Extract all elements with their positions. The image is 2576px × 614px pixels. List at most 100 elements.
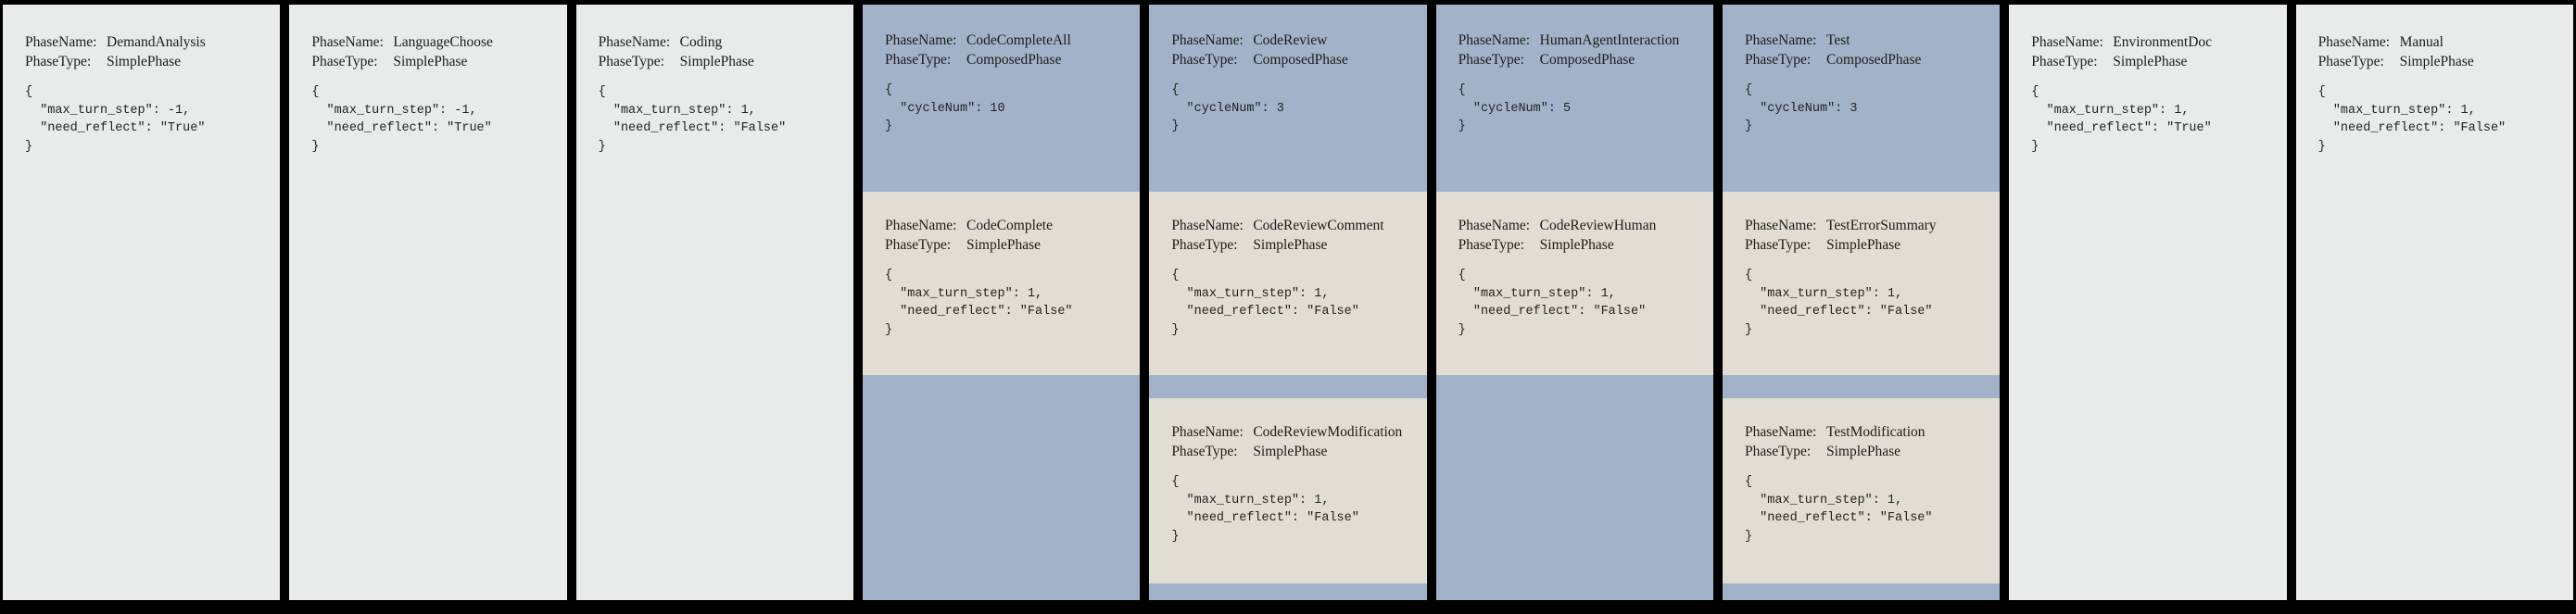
phase-name-label: PhaseName: <box>2031 34 2103 50</box>
phase-card-demandanalysis: PhaseName: DemandAnalysis PhaseType:Simpl… <box>3 5 281 600</box>
phase-head: PhaseName: Coding PhaseType:SimplePhase {… <box>576 5 853 156</box>
phase-card-codereview: PhaseName:CodeReview PhaseType:ComposedP… <box>1149 5 1427 600</box>
phase-card-test: PhaseName: Test PhaseType: ComposedPhase {… <box>1722 5 2001 600</box>
phase-card-codecompleteall: PhaseName: CodeCompleteAll PhaseType:Comp… <box>862 5 1141 600</box>
phase-type-value: SimplePhase <box>1825 444 1901 459</box>
phase-name-label: PhaseName: <box>1458 218 1531 233</box>
phase-config-json: { "cycleNum": 5 } <box>1458 83 1572 133</box>
phase-name-label: PhaseName: <box>1171 424 1244 440</box>
phase-type-label: PhaseType: <box>884 52 952 68</box>
phase-name-row: PhaseName: CodeCompleteAll <box>885 31 1129 50</box>
phase-name-row: PhaseName:CodeReview <box>1171 31 1415 50</box>
phase-card-languagechoose: PhaseName: LanguageChoose PhaseType: Simpl… <box>289 5 567 600</box>
phase-name-value: CodeComplete <box>966 218 1053 233</box>
phase-config-json: { "max_turn_step": -1, "need_reflect": "… <box>311 85 492 154</box>
phase-name-label: PhaseName: <box>884 218 957 233</box>
phase-name-value: CodeReviewComment <box>1253 218 1384 233</box>
phase-name-row: PhaseName: Coding <box>599 32 842 52</box>
subphase-card-codecomplete: PhaseName: CodeComplete PhaseType:SimpleP… <box>862 192 1141 375</box>
phase-name-row: PhaseName: Manual <box>2318 32 2562 52</box>
phase-name-row: PhaseName: Test <box>1745 31 1989 50</box>
phase-config-json: { "max_turn_step": 1, "need_reflect": "F… <box>1458 269 1647 337</box>
phase-card-manual: PhaseName: Manual PhaseType:SimplePhase {… <box>2295 5 2573 600</box>
phase-type-label: PhaseType: <box>1458 237 1524 253</box>
phase-name-value: EnvironmentDoc <box>2113 34 2213 50</box>
phase-card-humanagentinteraction: PhaseName:HumanAgentInteraction PhaseTyp… <box>1435 5 1713 600</box>
phase-type-label: PhaseType: <box>311 54 378 69</box>
phase-type-row: PhaseType: ComposedPhase <box>1171 50 1415 69</box>
phase-type-row: PhaseType:SimplePhase <box>25 52 269 71</box>
phase-type-value: ComposedPhase <box>1253 52 1348 68</box>
phase-name-value: DemandAnalysis <box>107 34 206 50</box>
phase-config-json: { "max_turn_step": 1, "need_reflect": "F… <box>1744 269 1933 337</box>
phase-type-value: SimplePhase <box>2113 54 2188 69</box>
phase-config-json: { "max_turn_step": 1, "need_reflect": "F… <box>1171 269 1359 337</box>
phase-name-label: PhaseName: <box>1458 32 1531 48</box>
phase-name-label: PhaseName: <box>2317 34 2391 50</box>
phase-type-row: PhaseType:SimplePhase <box>599 52 842 71</box>
phase-type-label: PhaseType: <box>1171 52 1238 68</box>
subphase-gap <box>1723 375 2000 398</box>
phase-type-value: SimplePhase <box>1825 237 1901 253</box>
phase-name-value: Coding <box>679 34 723 50</box>
phase-name-label: PhaseName: <box>1744 424 1817 440</box>
composed-phase-head: PhaseName:Test PhaseType:ComposedPhase {… <box>1723 5 2000 192</box>
phase-name-label: PhaseName: <box>884 32 957 48</box>
phase-name-row: PhaseName: CodeComplete <box>885 216 1129 235</box>
phase-name-row: PhaseName: EnvironmentDoc <box>2031 32 2275 52</box>
phase-name-row: PhaseName: LanguageChoose <box>311 32 555 52</box>
phase-name-label: PhaseName: <box>1744 32 1817 48</box>
phase-name-value: CodeCompleteAll <box>966 32 1071 48</box>
phase-type-label: PhaseType: <box>1458 52 1524 68</box>
phase-config-json: { "max_turn_step": 1, "need_reflect": "F… <box>2317 85 2507 154</box>
phase-name-value: CodeReviewHuman <box>1539 218 1657 233</box>
phase-type-row: PhaseType:ComposedPhase <box>885 50 1129 69</box>
phase-type-row: PhaseType:SimplePhase <box>1171 235 1415 255</box>
phase-head: PhaseName: LanguageChoose PhaseType: Simpl… <box>289 5 566 156</box>
phase-type-row: PhaseType:SimplePhase <box>2318 52 2562 71</box>
phase-type-value: ComposedPhase <box>1825 52 1922 68</box>
phase-name-value: Test <box>1825 32 1850 48</box>
phase-type-label: PhaseType: <box>1744 52 1812 68</box>
phase-type-row: PhaseType: SimplePhase <box>1745 442 1989 461</box>
phase-config-json: { "max_turn_step": 1, "need_reflect": "F… <box>1744 475 1933 544</box>
subphase-gap <box>1149 375 1426 398</box>
phase-type-row: PhaseType:SimplePhase <box>1458 235 1702 255</box>
subphase-card-testmodification: PhaseName:TestModification PhaseType:Sim… <box>1722 398 2001 583</box>
phase-type-value: SimplePhase <box>393 54 468 69</box>
phase-type-label: PhaseType: <box>1744 237 1812 253</box>
phase-head: PhaseName: DemandAnalysis PhaseType:Simpl… <box>3 5 280 156</box>
phase-config-json: { "max_turn_step": 1, "need_reflect": "F… <box>598 85 787 154</box>
phase-type-value: ComposedPhase <box>1539 52 1635 68</box>
phase-type-row: PhaseType: ComposedPhase <box>1745 50 1989 69</box>
phase-name-value: LanguageChoose <box>393 34 493 50</box>
phase-name-label: PhaseName: <box>311 34 384 50</box>
phase-type-value: SimplePhase <box>966 237 1042 253</box>
phase-config-json: { "cycleNum": 3 } <box>1171 83 1284 133</box>
phase-type-value: SimplePhase <box>679 54 754 69</box>
phase-name-row: PhaseName:TestErrorSummary <box>1745 216 1989 235</box>
phase-name-value: Manual <box>2399 34 2443 50</box>
phase-name-label: PhaseName: <box>598 34 671 50</box>
phase-name-label: PhaseName: <box>25 34 97 50</box>
phase-type-label: PhaseType: <box>2317 54 2384 69</box>
phase-config-json: { "cycleNum": 10 } <box>884 83 1005 133</box>
phase-name-label: PhaseName: <box>1744 218 1817 233</box>
phase-type-label: PhaseType: <box>1744 444 1812 459</box>
phase-head: PhaseName: EnvironmentDoc PhaseType: Simpl… <box>2009 5 2286 156</box>
phase-type-label: PhaseType: <box>25 54 92 69</box>
phase-name-value: CodeReview <box>1253 32 1328 48</box>
phase-type-label: PhaseType: <box>2031 54 2098 69</box>
phase-card-environmentdoc: PhaseName: EnvironmentDoc PhaseType: Simpl… <box>2009 5 2287 600</box>
subphase-card-testerrorsummary: PhaseName:TestErrorSummary PhaseType: Sim… <box>1722 192 2001 375</box>
phase-name-row: PhaseName: DemandAnalysis <box>25 32 269 52</box>
phase-type-row: PhaseType: SimplePhase <box>311 52 555 71</box>
phase-name-row: PhaseName:CodeReviewComment <box>1171 216 1415 235</box>
subphase-card-codereviewcomment: PhaseName:CodeReviewComment PhaseType:Si… <box>1149 192 1427 375</box>
phase-head: PhaseName: Manual PhaseType:SimplePhase {… <box>2296 5 2573 156</box>
subphase-card-codereviewmodification: PhaseName:CodeReviewModification PhaseTy… <box>1149 398 1427 583</box>
composed-phase-head: PhaseName:CodeReview PhaseType: ComposedP… <box>1149 5 1426 192</box>
phase-name-value: CodeReviewModification <box>1253 424 1403 440</box>
phase-type-row: PhaseType:SimplePhase <box>885 235 1129 255</box>
